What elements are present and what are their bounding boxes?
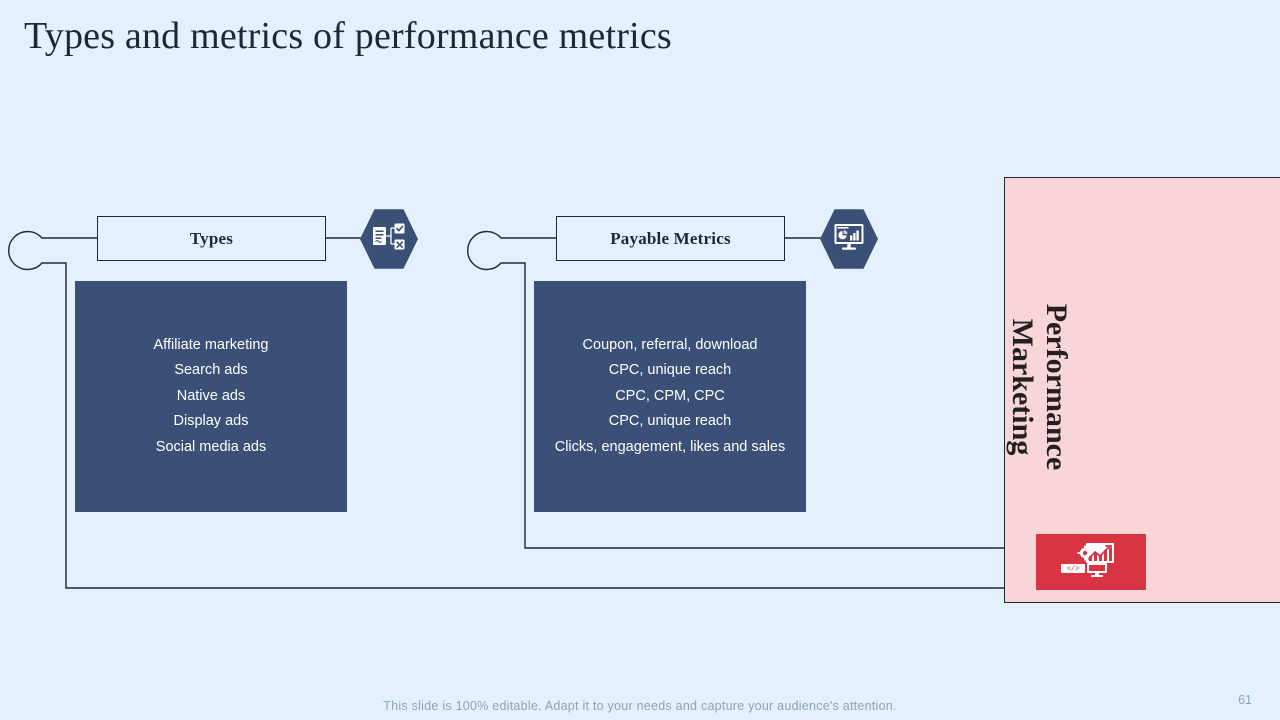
right-panel xyxy=(1004,177,1280,603)
list-item: CPC, CPM, CPC xyxy=(615,387,725,404)
header-label-payable-metrics: Payable Metrics xyxy=(610,228,731,248)
right-panel-icon-box[interactable]: </> xyxy=(1036,534,1146,590)
list-item: CPC, unique reach xyxy=(608,362,732,379)
content-panel-types: Affiliate marketing Search ads Native ad… xyxy=(75,281,347,512)
hex-badge-types[interactable] xyxy=(360,209,418,269)
monitor-analytics-icon xyxy=(833,222,865,257)
footer-note: This slide is 100% editable. Adapt it to… xyxy=(383,699,897,713)
list-item: Clicks, engagement, likes and sales xyxy=(554,438,786,455)
right-panel-title-line-1: Performance xyxy=(1040,303,1073,471)
right-panel-title-line-2: Marketing xyxy=(1006,318,1039,456)
page-number: 61 xyxy=(1238,693,1252,707)
list-item: Native ads xyxy=(176,387,246,404)
list-item: Affiliate marketing xyxy=(153,336,269,353)
list-item: Coupon, referral, download xyxy=(582,336,758,353)
document-checklist-icon xyxy=(372,222,406,257)
monitor-growth-code-icon: </> xyxy=(1060,542,1122,583)
list-item: Search ads xyxy=(174,362,248,379)
content-panel-payable-metrics: Coupon, referral, download CPC, unique r… xyxy=(534,281,806,512)
header-label-types: Types xyxy=(189,228,234,248)
header-box-types[interactable]: Types xyxy=(97,216,326,261)
right-panel-title: Performance Marketing xyxy=(1005,222,1073,552)
list-item: Display ads xyxy=(173,413,249,430)
svg-text:</>: </> xyxy=(1067,565,1080,573)
header-box-payable-metrics[interactable]: Payable Metrics xyxy=(556,216,785,261)
page-title: Types and metrics of performance metrics xyxy=(24,15,672,57)
list-item: Social media ads xyxy=(155,438,267,455)
hex-badge-payable-metrics[interactable] xyxy=(820,209,878,269)
list-item: CPC, unique reach xyxy=(608,413,732,430)
